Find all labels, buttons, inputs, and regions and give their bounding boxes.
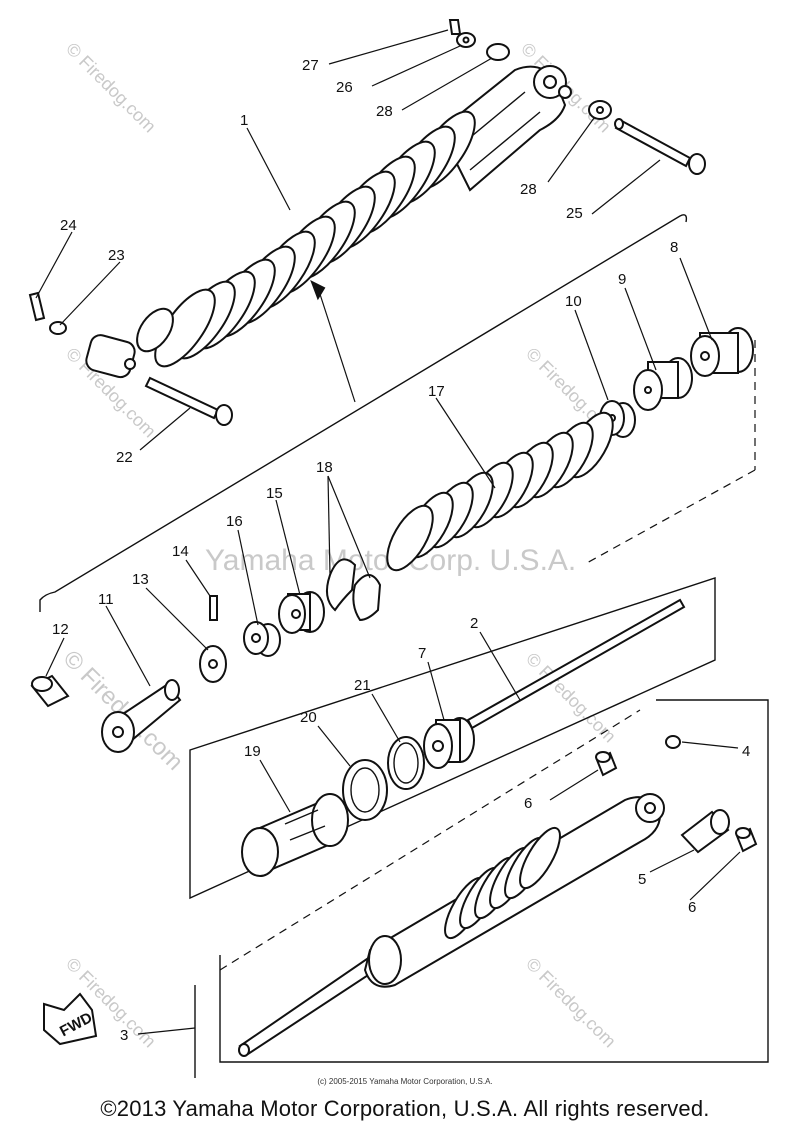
dash-assembly-3 [219, 709, 641, 971]
callout-1: 1 [240, 112, 248, 129]
callout-28-b: 28 [520, 181, 537, 198]
callout-11: 11 [98, 591, 114, 608]
spring-seat-halves-18 [325, 558, 382, 622]
callout-6-a: 6 [524, 795, 532, 812]
spring-coils [154, 110, 476, 368]
callout-23: 23 [108, 247, 125, 264]
bump-stop-9 [633, 357, 693, 411]
callout-8: 8 [670, 239, 678, 256]
callout-22: 22 [116, 449, 133, 466]
callout-10: 10 [565, 293, 582, 310]
frame-lower-group [189, 577, 716, 900]
spring-17 [386, 411, 614, 572]
callout-5: 5 [638, 871, 646, 888]
frame-line-upper [39, 214, 688, 612]
adjuster-cam-15 [278, 591, 325, 634]
gear-13 [199, 645, 227, 683]
ring-nut-20 [342, 759, 388, 821]
callout-25: 25 [566, 205, 583, 222]
callout-2: 2 [470, 615, 478, 632]
callout-19: 19 [244, 743, 261, 760]
callout-7: 7 [418, 645, 426, 662]
frame-assembly-3 [219, 699, 769, 1063]
fwd-arrow: FWD [43, 992, 98, 1046]
sleeve-6-a [595, 751, 618, 777]
bushing-8 [690, 327, 754, 377]
callout-12: 12 [52, 621, 69, 638]
callout-17: 17 [428, 383, 445, 400]
nut-16 [243, 621, 281, 657]
washer-23 [49, 321, 67, 335]
callout-24: 24 [60, 217, 77, 234]
watermark-site-8: © Firedog.com [522, 954, 620, 1052]
ring-21 [387, 736, 425, 790]
callout-13: 13 [132, 571, 149, 588]
cotter-pin-27 [448, 19, 462, 35]
copyright-notice: ©2013 Yamaha Motor Corporation, U.S.A. A… [100, 1096, 710, 1121]
callout-15: 15 [266, 485, 283, 502]
callout-27: 27 [302, 57, 319, 74]
callout-6-b: 6 [688, 899, 696, 916]
grease-fitting-4 [665, 735, 681, 749]
shock-assembly-lower [238, 793, 665, 1057]
watermark-site-1: © Firedog.com [62, 39, 160, 137]
copyright-small: (c) 2005-2015 Yamaha Motor Corporation, … [317, 1077, 493, 1086]
bolt-22 [144, 376, 233, 426]
bushing-7 [423, 717, 475, 769]
arrow-line [317, 287, 356, 403]
callout-9: 9 [618, 271, 626, 288]
bush-12 [30, 674, 70, 708]
callout-28-a: 28 [376, 103, 393, 120]
leader-lines [35, 29, 741, 1035]
callout-14: 14 [172, 543, 189, 560]
callout-18: 18 [316, 459, 333, 476]
sleeve-6-b [735, 827, 758, 853]
callout-26: 26 [336, 79, 353, 96]
callout-16: 16 [226, 513, 243, 530]
pin-14 [209, 595, 218, 621]
bolt-25 [614, 118, 706, 175]
bush-5 [680, 809, 730, 854]
callouts: 1 2 3 4 5 6 6 7 8 9 10 11 12 13 14 15 16… [52, 57, 750, 1044]
washer-28-top [486, 43, 510, 61]
lower-spring-coils [444, 826, 561, 940]
callout-20: 20 [300, 709, 317, 726]
callout-21: 21 [354, 677, 371, 694]
spring-seat-19 [241, 793, 349, 877]
dash-edge-2 [584, 469, 756, 565]
callout-4: 4 [742, 743, 750, 760]
cotter-pin-24 [28, 291, 46, 322]
shock-assembly-upper [85, 65, 572, 379]
callout-3: 3 [120, 1027, 128, 1044]
adjuster-rod-11 [101, 679, 182, 753]
